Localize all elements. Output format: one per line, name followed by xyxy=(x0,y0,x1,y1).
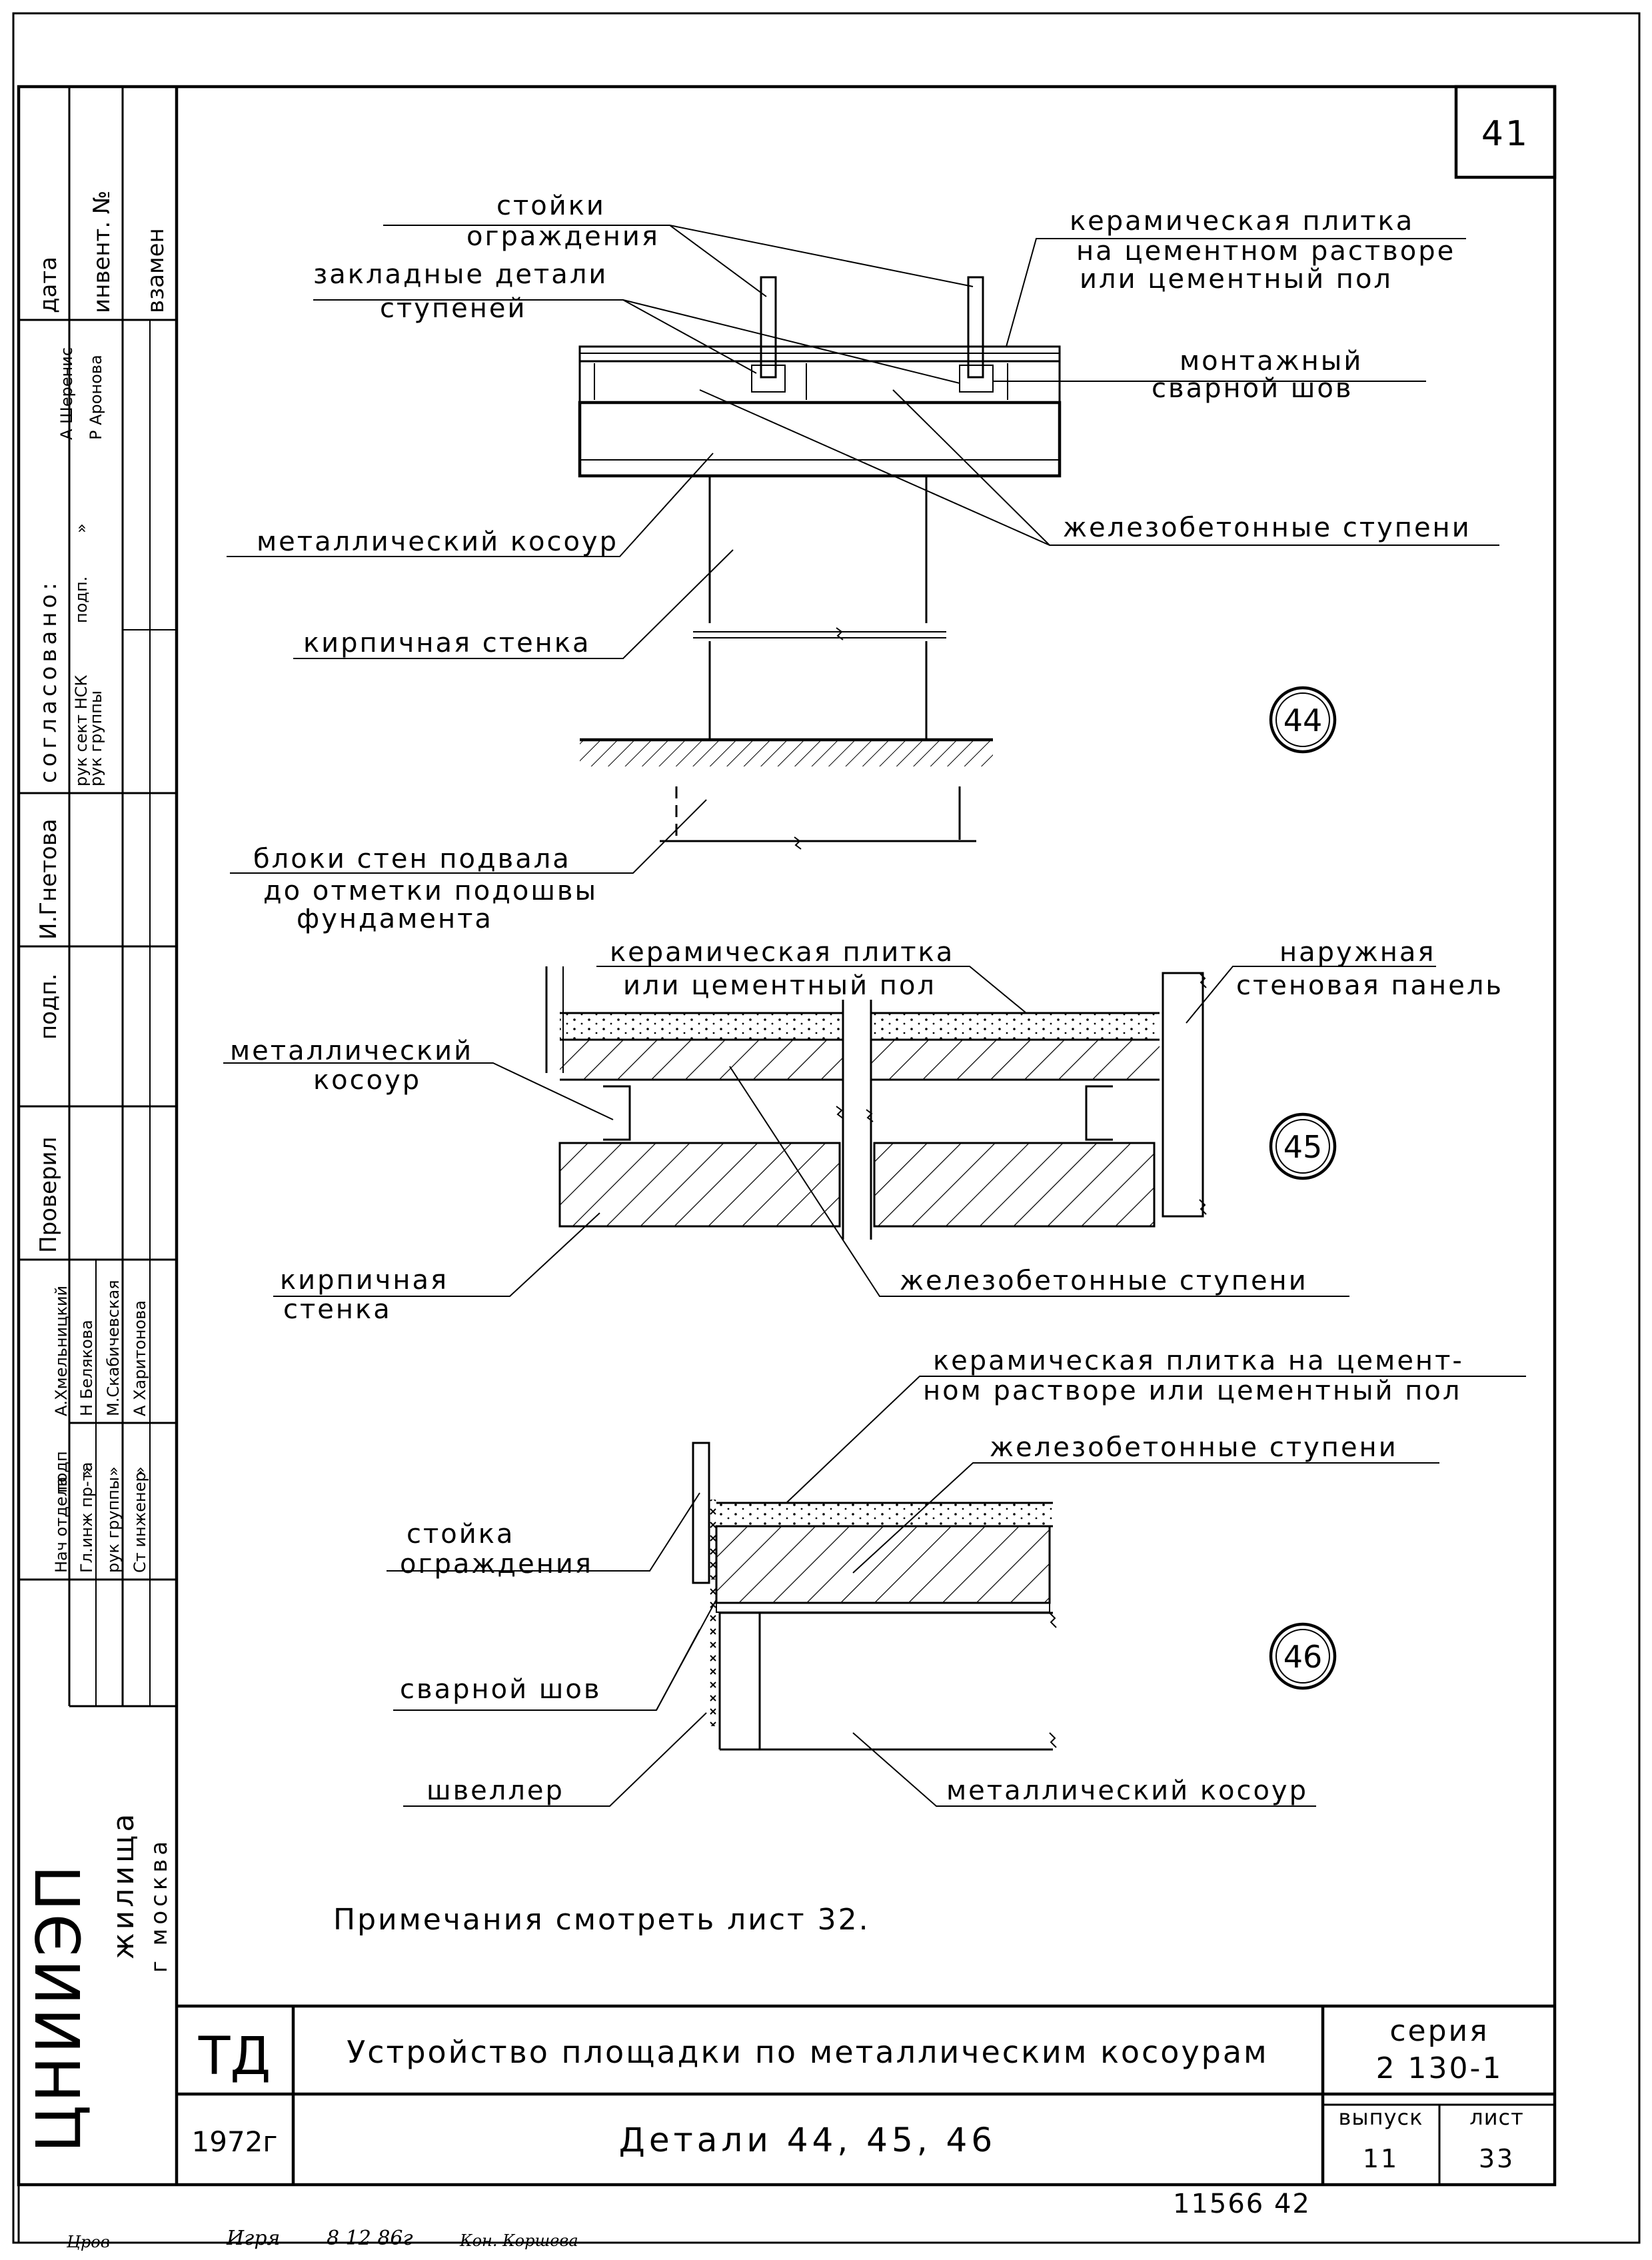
d46-channel: швеллер xyxy=(426,1775,564,1806)
agreed-sign-label: подп. xyxy=(72,576,91,623)
sheet-label: лист xyxy=(1469,2105,1523,2130)
d44-stringer: металлический косоур xyxy=(257,527,618,557)
issue-value: 11 xyxy=(1363,2144,1399,2173)
drawing-subtitle: Детали 44, 45, 46 xyxy=(619,2121,996,2159)
hand-note-4: Кон. Коршева xyxy=(459,2231,578,2250)
d44-tile-2: на цементном растворе xyxy=(1076,236,1455,267)
d46-steps: железобетонные ступени xyxy=(990,1432,1398,1463)
td-code: ТД xyxy=(198,2027,271,2087)
detail-45-leaders xyxy=(223,966,1436,1297)
staff-name-1: А.Хмельницкий xyxy=(52,1286,71,1416)
d45-stringer-1: металлический xyxy=(230,1036,473,1066)
d44-tile-3: или цементный пол xyxy=(1080,264,1393,295)
hand-note-2: Игря xyxy=(226,2227,280,2250)
staff-role-4: Ст инженер xyxy=(131,1472,149,1573)
staff-name-4: А Харитонова xyxy=(131,1300,149,1416)
handwritten-notes: Цров Игря 8 12 86г Кон. Коршева xyxy=(66,2227,578,2251)
hand-note-1: Цров xyxy=(66,2233,110,2251)
detail-46-marker: 46 xyxy=(1283,1639,1323,1675)
note-text: Примечания смотреть лист 32. xyxy=(333,1903,870,1937)
staff-role-2: Гл.инж пр-та xyxy=(77,1462,96,1573)
staff-role-1: Нач отдела xyxy=(52,1476,71,1573)
d44-embedded-2: ступеней xyxy=(380,293,526,324)
staff-name-2: Н Белякова xyxy=(77,1320,96,1416)
staff-sign-1: подп xyxy=(52,1451,71,1493)
checked-label: Проверил xyxy=(35,1137,62,1253)
side-stamp: дата инвент. № взамен согласовано: подп.… xyxy=(19,87,177,2153)
d45-stringer-2: косоур xyxy=(313,1065,421,1096)
detail-46-drawing: 46 xyxy=(692,1442,1337,1751)
sheet-value: 33 xyxy=(1479,2144,1515,2173)
d45-tile-1: керамическая плитка xyxy=(610,937,954,968)
d46-tile-1: керамическая плитка на цемент- xyxy=(933,1346,1464,1376)
detail-44-marker: 44 xyxy=(1283,702,1323,738)
staff-name-3: М.Скабичевская xyxy=(104,1280,123,1416)
d44-brick: кирпичная стенка xyxy=(303,628,591,658)
d46-post-2: ограждения xyxy=(400,1549,593,1580)
staff-sign-4: » xyxy=(131,1466,149,1476)
detail-44-leaders xyxy=(227,225,1499,874)
d44-posts-2: ограждения xyxy=(466,221,660,252)
d44-steps: железобетонные ступени xyxy=(1063,513,1471,543)
sheet-frame xyxy=(12,12,1641,2244)
sheet-number-box: 41 xyxy=(1454,85,1557,179)
staff-sign-2: » xyxy=(77,1466,96,1476)
d44-weld-1: монтажный xyxy=(1180,346,1363,377)
detail-45-labels: керамическая плитка или цементный пол на… xyxy=(230,937,1503,1325)
agreed-name-1: А Шеренис xyxy=(57,347,76,440)
agreed-role-2: рук группы xyxy=(87,690,105,786)
podp-label: подп. xyxy=(35,973,62,1040)
agreed-role-1: рук сект НСК xyxy=(72,675,91,786)
gnetova-name: И.Гнетова xyxy=(35,818,62,940)
staff-role-3: рук группы xyxy=(104,1477,123,1573)
drawing-title: Устройство площадки по металлическим кос… xyxy=(347,2034,1269,2070)
org-sub: жилища xyxy=(107,1811,141,1959)
staff-sign-3: » xyxy=(104,1466,123,1476)
title-block: ТД 1972г Устройство площадки по металлич… xyxy=(177,2004,1555,2185)
hand-note-3: 8 12 86г xyxy=(327,2227,413,2250)
inv-label: инвент. № xyxy=(89,191,115,313)
detail-45-marker: 45 xyxy=(1283,1129,1323,1165)
archive-number: 11566 42 xyxy=(1173,2189,1311,2219)
d46-post-1: стойка xyxy=(407,1519,514,1550)
d44-weld-2: сварной шов xyxy=(1152,373,1353,404)
d45-brick-1: кирпичная xyxy=(280,1265,448,1296)
series-label: серия xyxy=(1389,2014,1489,2048)
date-label: дата xyxy=(35,257,62,313)
d44-posts-1: стойки xyxy=(496,191,606,221)
year: 1972г xyxy=(192,2125,278,2158)
d45-panel-2: стеновая панель xyxy=(1236,970,1503,1001)
d45-panel-1: наружная xyxy=(1279,937,1436,968)
detail-46-leaders xyxy=(387,1376,1526,1807)
org-name: ЦНИИЭП xyxy=(23,1862,95,2153)
detail-45-drawing: 45 xyxy=(545,966,1337,1240)
d45-tile-2: или цементный пол xyxy=(623,970,936,1001)
d44-tile-1: керамическая плитка xyxy=(1070,206,1414,237)
d46-stringer: металлический косоур xyxy=(946,1775,1308,1806)
d44-embedded-1: закладные детали xyxy=(313,259,608,290)
agreed-ditto: » xyxy=(72,523,91,533)
d45-brick-2: стенка xyxy=(283,1294,392,1325)
d44-blocks-2: до отметки подошвы xyxy=(263,876,598,906)
org-city: г москва xyxy=(146,1837,173,1973)
d46-tile-2: ном растворе или цементный пол xyxy=(923,1376,1461,1406)
d45-steps: железобетонные ступени xyxy=(900,1266,1308,1296)
d46-weld: сварной шов xyxy=(400,1674,601,1705)
agreed-label: согласовано: xyxy=(35,578,62,783)
detail-46-labels: керамическая плитка на цемент- ном раств… xyxy=(400,1346,1464,1806)
series-value: 2 130-1 xyxy=(1376,2051,1503,2085)
agreed-name-2: Р Аронова xyxy=(87,355,105,440)
replace-label: взамен xyxy=(143,228,169,313)
d44-blocks-3: фундамента xyxy=(297,904,493,934)
d44-blocks-1: блоки стен подвала xyxy=(253,844,571,874)
detail-44-labels: стойки ограждения закладные детали ступе… xyxy=(253,191,1471,934)
sheet-number: 41 xyxy=(1481,114,1529,154)
issue-label: выпуск xyxy=(1339,2105,1423,2130)
